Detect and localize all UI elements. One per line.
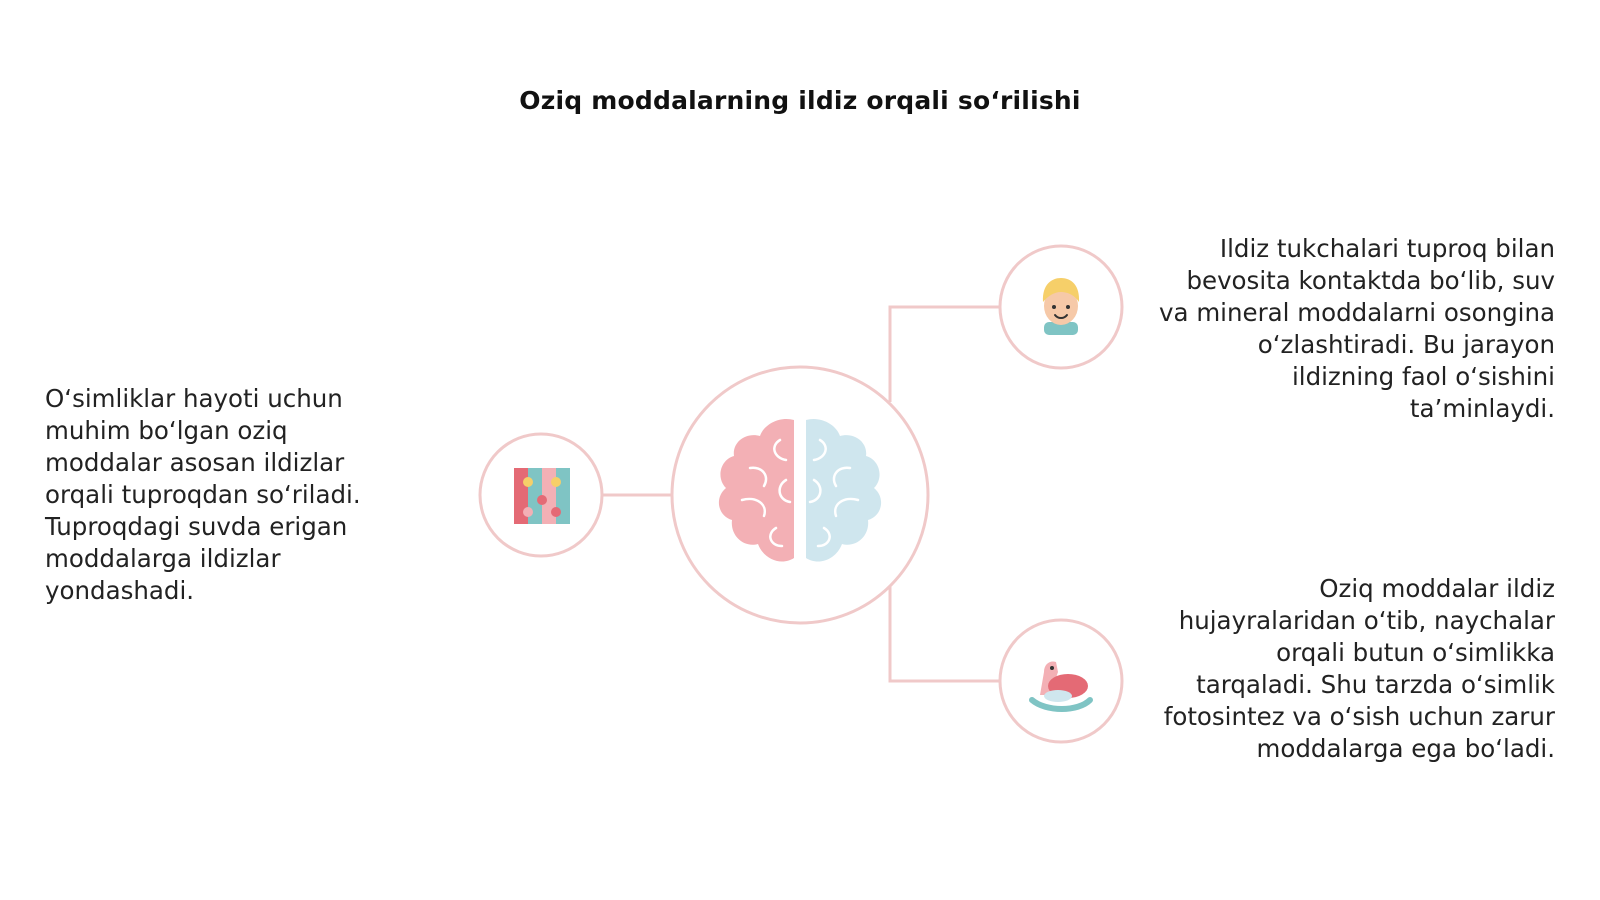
brain-icon <box>718 418 882 562</box>
rocking-horse-icon <box>1029 661 1093 712</box>
connector-right-top <box>888 305 1000 402</box>
child-face-icon <box>1042 278 1080 335</box>
center-circle <box>670 365 930 625</box>
puzzle-icon <box>514 468 570 524</box>
connector-lines <box>602 305 1000 683</box>
left-description: O‘simliklar hayoti uchun muhim bo‘lgan o… <box>45 384 361 605</box>
diagram-title: Oziq moddalarning ildiz orqali so‘rilish… <box>519 86 1081 115</box>
right-top-description: Ildiz tukchalari tuproq bilan bevosita k… <box>1159 234 1555 423</box>
connector-right-bottom <box>888 587 1000 683</box>
right-bottom-description: Oziq moddalar ildiz hujayralaridan o‘tib… <box>1163 574 1555 763</box>
